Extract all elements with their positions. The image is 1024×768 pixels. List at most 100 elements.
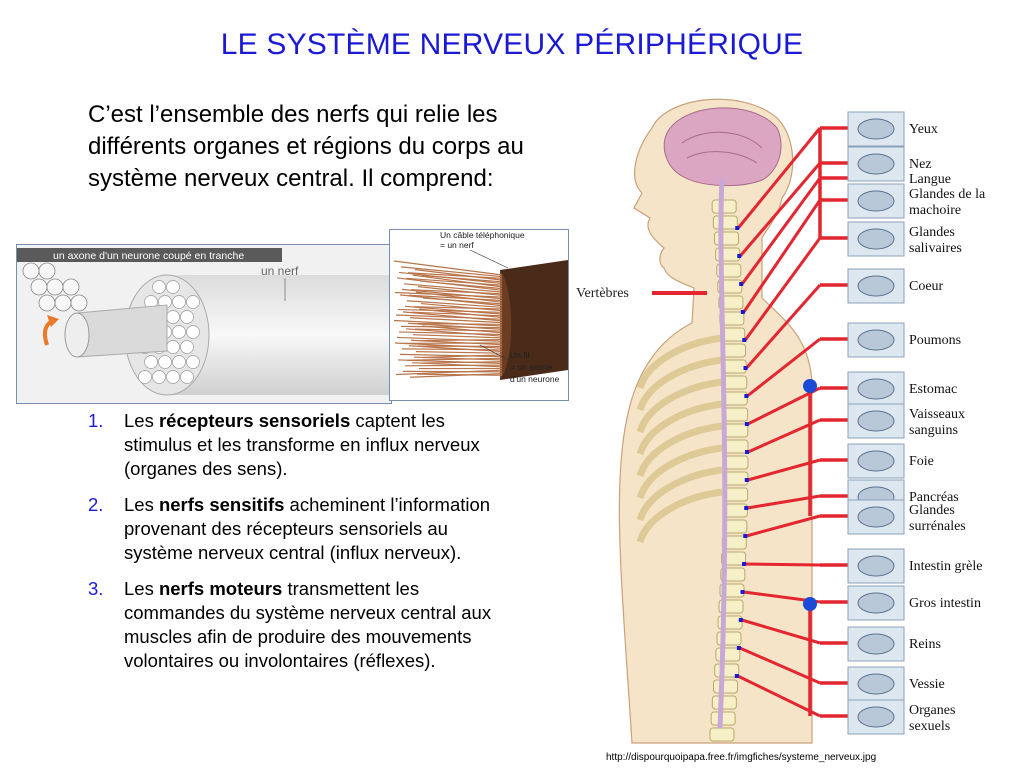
vertebra	[720, 567, 746, 582]
cable-wire	[393, 260, 503, 276]
nerve-fiber	[166, 280, 180, 294]
list-number: 2.	[88, 494, 104, 515]
vertebra	[711, 199, 737, 214]
vertebra	[723, 455, 749, 470]
cable-wire	[420, 302, 503, 312]
vertebra	[710, 711, 736, 726]
cable-wire	[400, 266, 503, 278]
organ-shape	[857, 153, 895, 175]
nerve-root	[744, 506, 749, 510]
cable-wire	[417, 286, 503, 296]
nerve-fiber	[166, 310, 180, 324]
cable-wire	[407, 322, 503, 330]
nerve-root	[744, 394, 749, 398]
nerve-root	[744, 450, 749, 454]
cable-wire	[411, 311, 503, 317]
cable-wire	[399, 294, 503, 307]
nerve-line	[746, 337, 821, 398]
nerve-line	[741, 618, 821, 645]
cable-wire	[413, 356, 503, 361]
cable-top-line1: Un câble téléphonique	[440, 230, 525, 240]
vertebra	[723, 439, 749, 454]
vertebra	[723, 423, 749, 438]
nerve-root	[736, 646, 741, 650]
nerve-fiber	[172, 295, 186, 309]
nerve-line	[745, 514, 821, 538]
nerve-fiber	[158, 355, 172, 369]
cable-wire	[412, 334, 503, 339]
nerve-line	[747, 458, 821, 482]
cable-wire	[412, 274, 503, 288]
cable-wire	[395, 314, 503, 320]
nerve-line	[742, 199, 822, 313]
cable-wire	[407, 272, 503, 279]
cable-wire	[405, 277, 503, 286]
nerve-fiber	[166, 370, 180, 384]
rib	[636, 488, 723, 544]
nerve-fiber	[152, 370, 166, 384]
vertebrae-label: Vertèbres	[576, 286, 629, 301]
nerve-line	[745, 562, 821, 567]
organ-label: Reins	[909, 637, 941, 652]
nerve-label: un nerf	[261, 264, 299, 278]
cable-wire	[418, 308, 503, 319]
nerve-line	[737, 674, 821, 718]
cable-bottom-line3: d'un neurone	[510, 374, 560, 384]
organ-shape	[857, 118, 895, 140]
axon-caption: un axone d'un neurone coupé en tranche	[53, 250, 244, 262]
organ-label: Poumons	[909, 333, 961, 348]
cable-wire	[396, 277, 503, 291]
nerve-fiber	[180, 340, 194, 354]
list-text: Les	[124, 578, 159, 599]
cable-wire	[409, 373, 503, 378]
cable-wire	[400, 325, 503, 329]
organ-shape	[857, 410, 895, 432]
vertebra	[715, 647, 741, 662]
cable-wire	[406, 300, 503, 308]
nerve-line	[737, 127, 822, 229]
organ-shape	[857, 275, 895, 297]
list-text: Les	[124, 494, 159, 515]
organ-label: Pancréas	[909, 490, 959, 505]
organ-label: Vaisseaux	[909, 407, 965, 422]
vertebra	[718, 295, 744, 310]
organ-shape	[857, 592, 895, 614]
list-item: 3.Les nerfs moteurs transmettent les com…	[88, 577, 508, 673]
vertebra	[723, 407, 749, 422]
nerve-root	[734, 674, 739, 678]
vertebra	[722, 375, 748, 390]
rib	[636, 378, 723, 434]
nerve-root	[743, 366, 748, 370]
list-number: 1.	[88, 410, 104, 431]
axon-figure: un axone d'un neurone coupé en tranche u…	[16, 244, 392, 404]
component-list: 1.Les récepteurs sensoriels captent les …	[88, 409, 508, 685]
organ-label: Organes	[909, 703, 955, 718]
axon-illustration: un axone d'un neurone coupé en tranche u…	[17, 245, 391, 403]
nerve-fiber	[172, 355, 186, 369]
organ-label: Glandes	[909, 503, 955, 518]
nerve-ganglion	[803, 597, 817, 611]
nerve-root	[738, 618, 743, 622]
nerve-root	[740, 310, 745, 314]
vertebra	[714, 231, 740, 246]
nerve-line	[744, 237, 822, 341]
nerve-fiber	[180, 310, 194, 324]
cable-wire	[397, 308, 503, 313]
nerve-root	[742, 338, 747, 342]
organ-label: sexuels	[909, 719, 950, 734]
list-item: 2.Les nerfs sensitifs acheminent l’infor…	[88, 493, 508, 565]
nerve-fiber	[172, 325, 186, 339]
nerve-fiber	[180, 370, 194, 384]
vertebra	[711, 695, 737, 710]
nerve-fiber	[144, 355, 158, 369]
source-link[interactable]: http://dispourquoipapa.free.fr/imgfiches…	[606, 752, 877, 763]
rib	[636, 356, 723, 412]
organ-label: Estomac	[909, 382, 957, 397]
cable-wire	[414, 328, 503, 332]
spinal-cord	[717, 177, 728, 729]
nerve-fiber	[186, 295, 200, 309]
vertebra	[723, 471, 749, 486]
cable-bottom-line1: Un fil	[510, 350, 529, 360]
cable-wire	[410, 289, 503, 295]
